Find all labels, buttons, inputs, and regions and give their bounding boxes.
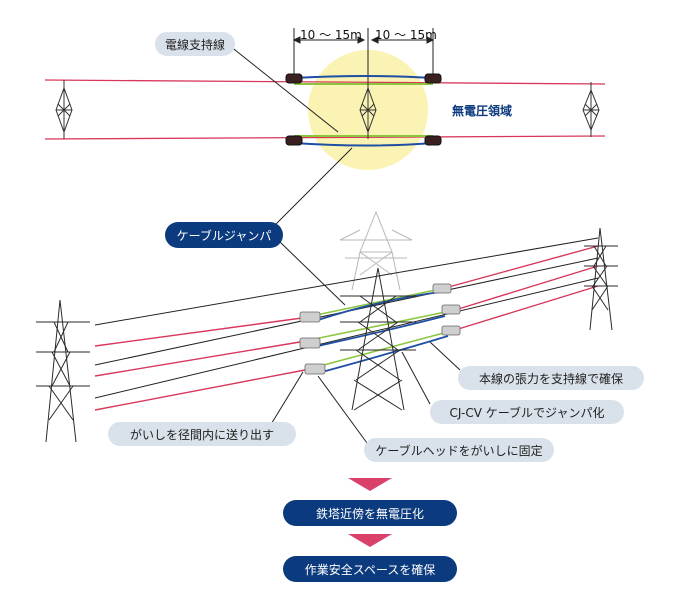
top-support-wires	[294, 83, 433, 137]
flow-step-deenergize: 鉄塔近傍を無電圧化	[283, 500, 457, 526]
bottom-insulators	[299, 283, 461, 375]
right-tower	[584, 227, 618, 331]
main-line-tension-label: 本線の張力を支持線で確保	[458, 366, 644, 390]
top-insulators	[285, 73, 442, 146]
support-wire-label: 電線支持線	[155, 32, 235, 56]
top-red-wires	[44, 79, 606, 140]
span-left-label: 10 〜 15m	[300, 28, 362, 42]
ghost-tower	[339, 210, 413, 291]
cable-head-label: ケーブルヘッドをがいしに固定	[364, 438, 554, 462]
flow-step-safe-space: 作業安全スペースを確保	[283, 556, 457, 582]
flow-arrow-1	[348, 478, 392, 491]
top-tower-right	[582, 82, 600, 137]
dimension-marks	[292, 28, 435, 80]
top-tower-left	[55, 80, 73, 139]
cjcv-jumper-label: CJ-CV ケーブルでジャンパ化	[430, 400, 624, 424]
insulator-send-label: がいしを径間内に送り出す	[108, 422, 296, 446]
top-cable-jumper	[293, 75, 434, 147]
span-right-label: 10 〜 15m	[375, 28, 437, 42]
flow-arrow-2	[348, 534, 392, 547]
bottom-support-wires	[299, 287, 456, 371]
bottom-red-wires	[94, 245, 599, 411]
deenergized-area-label: 無電圧領域	[452, 104, 513, 118]
cable-jumper-label: ケーブルジャンパ	[165, 222, 283, 248]
left-tower	[36, 299, 90, 443]
top-tower-center	[359, 80, 377, 139]
center-tower	[340, 267, 416, 411]
leader-lines	[229, 45, 461, 444]
